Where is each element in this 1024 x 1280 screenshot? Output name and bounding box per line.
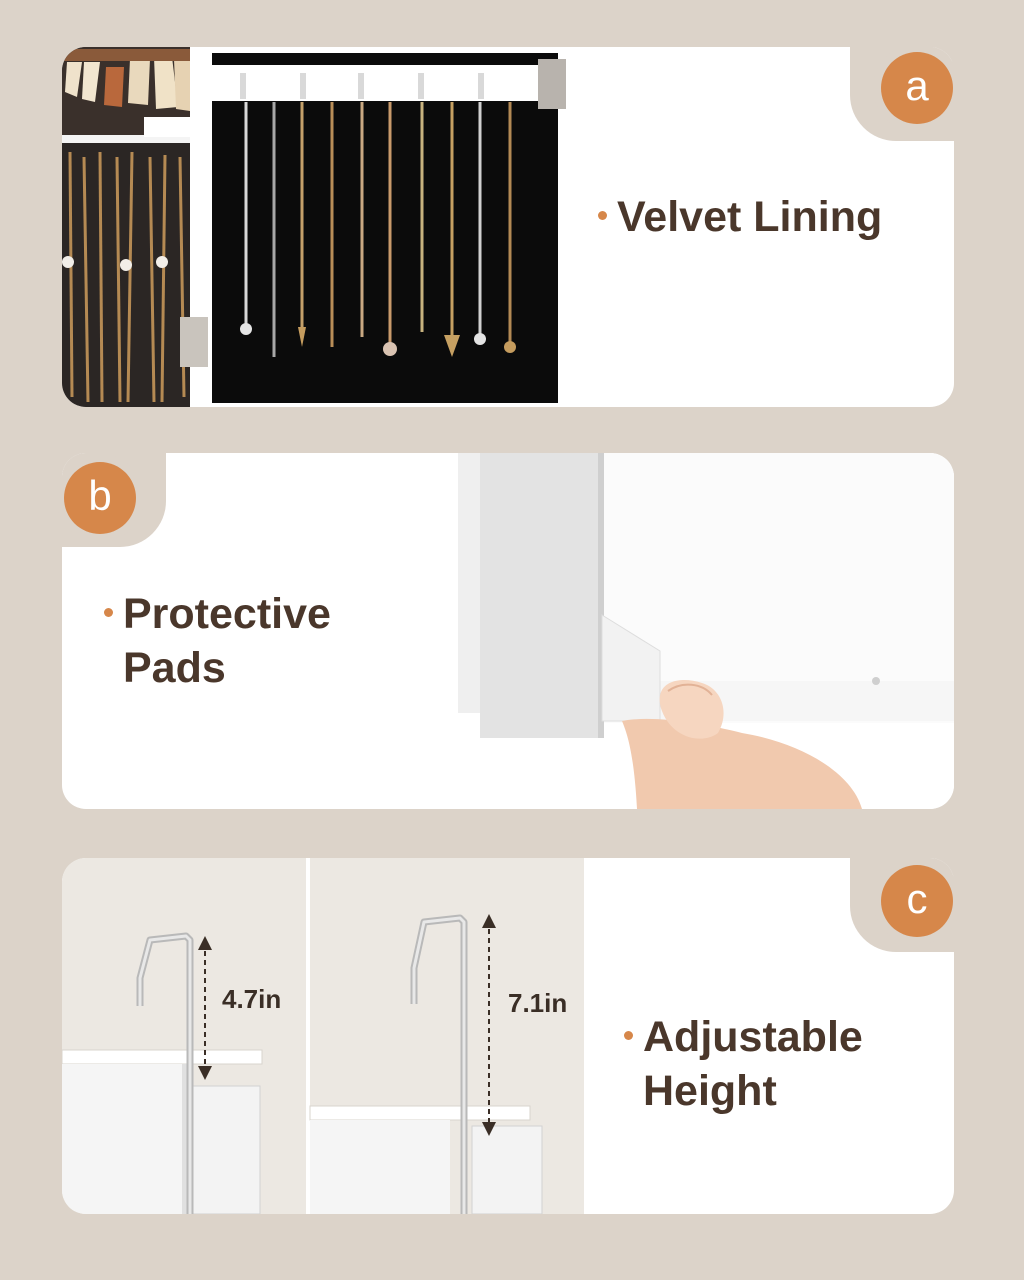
panel-velvet-lining: Velvet Lining bbox=[62, 47, 954, 407]
bullet-dot bbox=[598, 211, 607, 221]
measurement-short-hook: 4.7in bbox=[222, 984, 282, 1014]
feature-label-adjustable-height: Adjustable Height bbox=[624, 1010, 863, 1118]
bullet-dot bbox=[624, 1031, 633, 1041]
bullet-dot bbox=[104, 608, 113, 618]
feature-text-line1: Velvet Lining bbox=[617, 193, 883, 241]
feature-text-line2: Height bbox=[643, 1067, 777, 1115]
feature-text-line1: Adjustable bbox=[643, 1013, 863, 1061]
cabinet-corner-photo bbox=[458, 453, 954, 809]
badge-b: b bbox=[64, 462, 136, 534]
feature-label-velvet-lining: Velvet Lining bbox=[598, 190, 882, 244]
panel-adjustable-height: 4.7in 7.1in Adjustable Height bbox=[62, 858, 954, 1214]
panel-protective-pads: Protective Pads bbox=[62, 453, 954, 809]
feature-text-line1: Protective bbox=[123, 590, 331, 638]
jewelry-cabinet-photo bbox=[62, 47, 566, 407]
hook-height-photos bbox=[62, 858, 584, 1214]
feature-text-line2: Pads bbox=[123, 644, 226, 692]
measurement-long-hook: 7.1in bbox=[508, 988, 568, 1018]
badge-c: c bbox=[881, 865, 953, 937]
feature-label-protective-pads: Protective Pads bbox=[104, 587, 331, 695]
badge-a: a bbox=[881, 52, 953, 124]
